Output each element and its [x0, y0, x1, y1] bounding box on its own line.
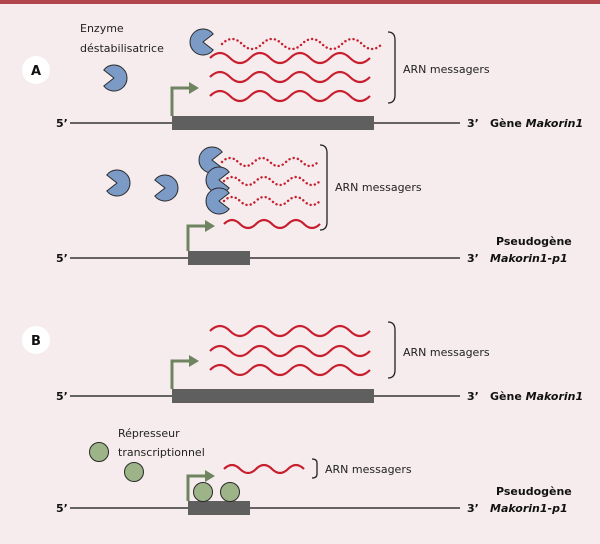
enzyme-bound-pseudo-a-3 [205, 187, 230, 215]
gene-a-rna-label: ARN messagers [403, 63, 490, 76]
panel-a-badge [22, 56, 50, 84]
repressor-bound-2 [220, 482, 240, 502]
panel-a: A Enzyme déstabilisatrice 5’ 3’ Gène Mak… [22, 22, 583, 265]
pseudo-a-box [188, 251, 250, 265]
pseudo-b-mrna-1 [223, 463, 305, 475]
pseudo-b-label-line1: Pseudogène [496, 485, 572, 498]
gene-b-three: 3’ [467, 390, 479, 403]
repressor-label-line1: Répresseur [118, 427, 180, 440]
gene-b-mrna-3 [209, 363, 371, 377]
pseudo-a-label-line1: Pseudogène [496, 235, 572, 248]
gene-a-rna-bracket [387, 31, 396, 104]
repressor-free-1 [89, 442, 109, 462]
gene-b-box [172, 389, 374, 403]
pseudo-a-rna-label: ARN messagers [335, 181, 422, 194]
pseudo-b-label-line2: Makorin1-p1 [490, 502, 568, 515]
repressor-bound-1 [193, 482, 213, 502]
enzyme-label-line1: Enzyme [80, 22, 124, 35]
pseudo-a-promoter-arrow [186, 224, 206, 251]
gene-a-promoter-arrow [170, 86, 190, 116]
gene-b-rna-bracket [387, 321, 396, 379]
gene-b-label: Gène Makorin1 [490, 390, 583, 403]
gene-a-three: 3’ [467, 117, 479, 130]
panel-a-letter: A [31, 64, 41, 79]
gene-b-five: 5’ [56, 390, 68, 403]
pseudo-a-label-line2: Makorin1-p1 [490, 252, 568, 265]
gene-b-promoter-arrow [170, 359, 190, 389]
pseudo-a-mrna-1 [223, 218, 321, 230]
pseudo-a-promoter-arrowhead [205, 220, 215, 232]
enzyme-bound-gene-a [189, 28, 214, 56]
enzyme-label-line2: déstabilisatrice [80, 42, 164, 55]
gene-a-five: 5’ [56, 117, 68, 130]
pseudo-a-mrna-degraded-3 [222, 195, 322, 207]
gene-a-mrna-2 [209, 70, 371, 84]
gene-a-box [172, 116, 374, 130]
top-bar [0, 0, 600, 4]
gene-b-mrna-2 [209, 344, 371, 358]
enzyme-free-3 [154, 174, 179, 202]
gene-a-mrna-3 [209, 89, 371, 103]
pseudo-b-rna-bracket [311, 458, 318, 479]
repressor-free-2 [124, 462, 144, 482]
gene-a-label: Gène Makorin1 [490, 117, 583, 130]
pseudo-b-promoter-arrow [186, 474, 206, 501]
enzyme-free-2 [106, 169, 131, 197]
pseudo-b-three: 3’ [467, 502, 479, 515]
pseudo-b-rna-label: ARN messagers [325, 463, 412, 476]
gene-b-mrna-1 [209, 324, 371, 338]
pseudo-a-rna-bracket [319, 144, 328, 231]
repressor-label-line2: transcriptionnel [118, 446, 205, 459]
gene-b-promoter-arrowhead [189, 355, 199, 367]
panel-b: B 5’ 3’ Gène Makorin1 ARN messagers Répr… [22, 321, 583, 515]
gene-a-promoter-arrowhead [189, 82, 199, 94]
pseudo-a-five: 5’ [56, 252, 68, 265]
pseudo-b-five: 5’ [56, 502, 68, 515]
pseudo-b-promoter-arrowhead [205, 470, 215, 482]
gene-a-mrna-1 [209, 51, 371, 65]
enzyme-free-1 [103, 64, 128, 92]
panel-b-badge [22, 326, 50, 354]
gene-b-rna-label: ARN messagers [403, 346, 490, 359]
pseudo-a-three: 3’ [467, 252, 479, 265]
gene-a-mrna-degraded-1 [220, 37, 384, 51]
pseudo-b-box [188, 501, 250, 515]
pseudo-a-mrna-degraded-2 [222, 175, 322, 187]
panel-b-letter: B [31, 334, 41, 349]
pseudo-a-mrna-degraded-1 [220, 156, 320, 168]
